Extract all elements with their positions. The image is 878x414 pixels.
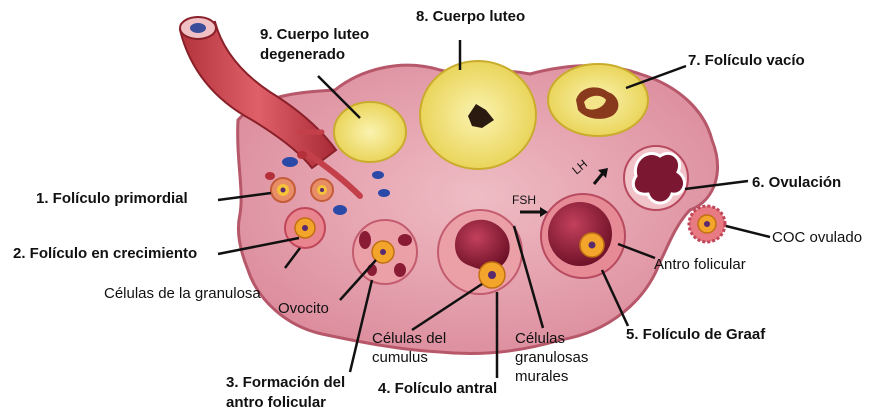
label-oocyte: Ovocito — [278, 300, 329, 318]
label-antrum-formation-line2: antro folicular — [226, 394, 326, 412]
vein-section — [265, 172, 275, 180]
label-primordial-follicle: 1. Folículo primordial — [36, 190, 188, 208]
label-growing-follicle: 2. Folículo en crecimiento — [13, 245, 197, 263]
label-ovulated-coc: COC ovulado — [772, 229, 862, 247]
label-mural-line2: granulosas — [515, 349, 588, 367]
label-cumulus-line1: Células del — [372, 330, 446, 348]
label-mural-line3: murales — [515, 368, 568, 386]
ovulated-coc — [689, 206, 725, 242]
degenerated-corpus-luteum — [334, 102, 406, 162]
vessel-lumen — [190, 23, 206, 33]
label-fsh: FSH — [512, 193, 536, 207]
vein-section — [297, 151, 307, 159]
primordial-follicle — [311, 179, 333, 201]
growing-follicle — [285, 208, 325, 248]
empty-follicle — [548, 64, 648, 136]
ovulating-follicle — [624, 146, 688, 210]
label-cumulus-line2: cumulus — [372, 349, 428, 367]
label-granulosa-cells: Células de la granulosa — [104, 285, 261, 303]
label-antrum: Antro folicular — [654, 256, 746, 274]
leader-coc — [726, 226, 770, 237]
label-antrum-formation-line1: 3. Formación del — [226, 374, 345, 392]
corpus-luteum — [420, 61, 536, 169]
label-mural-line1: Células — [515, 330, 565, 348]
antral-follicle — [438, 210, 522, 294]
label-degenerated-cl-line1: 9. Cuerpo luteo — [260, 26, 369, 44]
label-antral-follicle: 4. Folículo antral — [378, 380, 497, 398]
label-empty-follicle: 7. Folículo vacío — [688, 52, 805, 70]
vein-section — [282, 157, 298, 167]
label-corpus-luteum: 8. Cuerpo luteo — [416, 8, 525, 26]
vein-section — [378, 189, 390, 197]
label-graafian-follicle: 5. Folículo de Graaf — [626, 326, 765, 344]
graafian-follicle — [541, 194, 625, 278]
label-degenerated-cl-line2: degenerado — [260, 46, 345, 64]
primordial-follicle — [271, 178, 295, 202]
vein-section — [372, 171, 384, 179]
vein-section — [333, 205, 347, 215]
label-ovulation: 6. Ovulación — [752, 174, 841, 192]
